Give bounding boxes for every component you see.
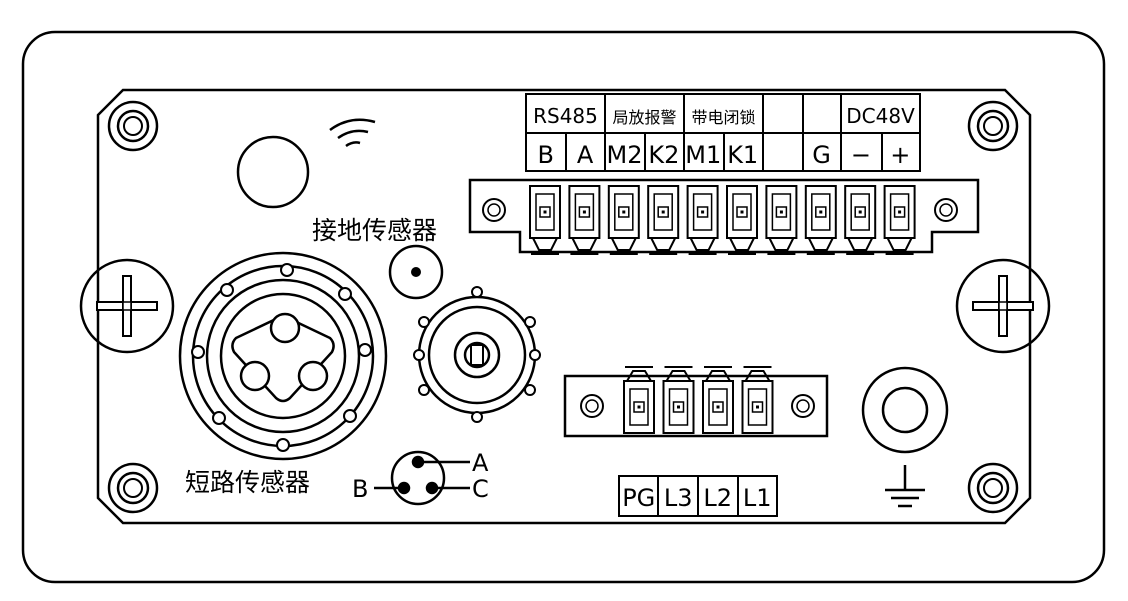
signal-header-1: 局放报警 xyxy=(612,108,676,127)
fixing-screw-left-icon xyxy=(79,258,175,354)
signal-terminal-label-7: G xyxy=(812,141,831,169)
signal-terminal-slot-6 xyxy=(765,185,798,255)
ground-sensor-port xyxy=(388,244,444,300)
secondary-circular-connector xyxy=(413,286,541,423)
mount-hole-bottom-right xyxy=(967,462,1019,514)
ground-stud xyxy=(861,366,949,454)
mount-hole-top-right xyxy=(967,100,1019,152)
short-sensor-port xyxy=(374,450,470,506)
short-sensor-label: 短路传感器 xyxy=(185,468,310,497)
antenna-window xyxy=(236,135,310,209)
signal-terminal-slot-0 xyxy=(529,185,561,255)
signal-terminal-label-9: + xyxy=(890,141,910,169)
signal-header-0: RS485 xyxy=(533,104,598,128)
signal-terminal-label-4: M1 xyxy=(685,141,721,169)
power-terminal-label-3: L1 xyxy=(743,484,772,512)
signal-terminal-label-0: B xyxy=(537,141,553,169)
power-label-table xyxy=(618,475,778,517)
signal-terminal-slot-4 xyxy=(686,185,719,255)
power-terminal-label-0: PG xyxy=(622,484,655,512)
power-terminal-label-row: PG L3 L2 L1 xyxy=(622,484,771,512)
signal-terminal-label-1: A xyxy=(577,141,594,169)
signal-terminal-slot-2 xyxy=(607,185,640,255)
inner-plate xyxy=(96,88,1032,525)
signal-header-2: 带电闭锁 xyxy=(691,108,755,127)
signal-terminal-slot-8 xyxy=(844,185,877,255)
wireless-icon xyxy=(329,118,376,148)
mount-hole-top-left xyxy=(107,100,159,152)
signal-terminal-label-5: K1 xyxy=(727,141,758,169)
signal-terminal-slot-9 xyxy=(883,185,916,255)
power-terminal-block xyxy=(563,366,829,438)
signal-header-row: RS485 局放报警带电闭锁 DC48V xyxy=(533,104,915,128)
signal-terminal-block xyxy=(468,178,980,255)
power-terminal-label-1: L3 xyxy=(664,484,693,512)
signal-terminal-slot-3 xyxy=(647,185,680,255)
signal-terminal-slot-5 xyxy=(726,185,758,255)
pin-c-label: C xyxy=(472,475,489,503)
signal-terminal-label-2: M2 xyxy=(607,141,643,169)
signal-label-table xyxy=(525,93,921,172)
housing-outline xyxy=(21,30,1106,584)
signal-terminal-slot-7 xyxy=(804,185,837,255)
signal-terminal-label-8: − xyxy=(851,141,871,169)
signal-terminal-label-3: K2 xyxy=(648,141,679,169)
ground-sensor-label: 接地传感器 xyxy=(312,216,437,245)
power-terminal-label-2: L2 xyxy=(703,484,732,512)
earth-ground-icon xyxy=(885,465,925,508)
pin-a-label: A xyxy=(472,449,489,477)
signal-terminal-slot-1 xyxy=(568,185,601,255)
main-circular-connector xyxy=(178,251,388,461)
signal-header-5: DC48V xyxy=(846,104,915,128)
fixing-screw-right-icon xyxy=(955,258,1051,354)
pin-b-label: B xyxy=(352,475,368,503)
mount-hole-bottom-left xyxy=(107,462,159,514)
